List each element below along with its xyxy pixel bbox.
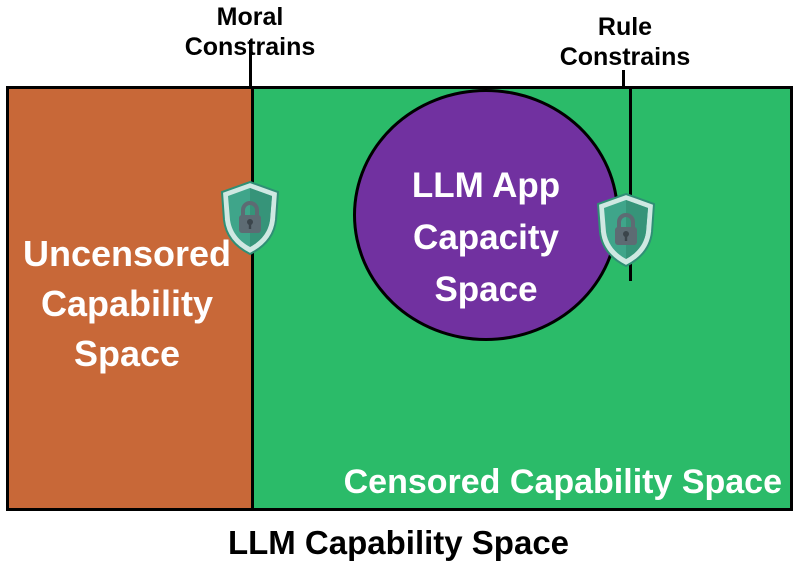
app-space-label: LLM App Capacity Space [411,166,561,309]
rule-constraints-label: Rule Constrains [559,13,691,71]
diagram-caption: LLM Capability Space [227,524,570,561]
rule-boundary-line [629,89,632,281]
shield-lock-icon [596,192,656,268]
shield-lock-icon [220,180,280,256]
moral-constraint-line [249,40,252,88]
uncensored-label: Uncensored Capability Space [22,233,232,374]
uncensored-capability-space [9,89,254,508]
rule-constraint-line [622,70,625,88]
llm-app-capacity-space [353,89,619,341]
llm-capability-space: Uncensored Capability Space Censored Cap… [6,86,793,511]
censored-label: Censored Capability Space [343,463,782,501]
